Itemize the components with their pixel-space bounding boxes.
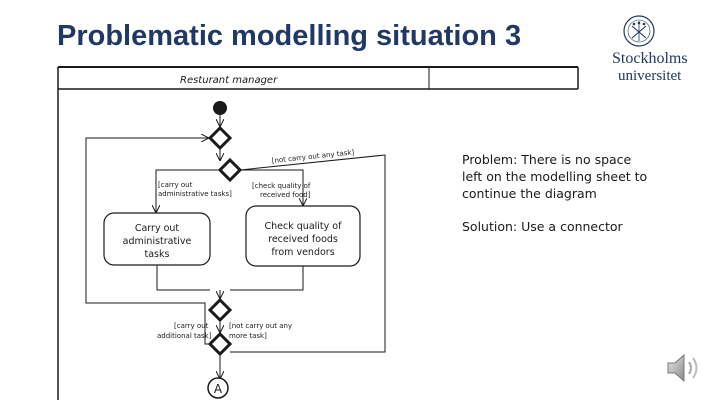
logo-text-universitet: universitet	[618, 68, 682, 84]
guard-administrative-2: administrative tasks]	[158, 190, 232, 198]
university-seal-icon	[623, 15, 655, 47]
guard-additional-1: [carry out	[174, 322, 209, 330]
action-check-line3: from vendors	[271, 247, 334, 258]
guard-not-more-1: [not carry out any	[229, 322, 292, 330]
action-admin-line2: administrative	[123, 236, 192, 247]
guard-not-more-2: more task]	[229, 332, 267, 340]
action-admin-line3: tasks	[145, 249, 170, 260]
flow-not-any-task	[230, 154, 386, 353]
guard-check-quality-1: [check quality of	[252, 182, 311, 190]
flow-administrative	[156, 169, 220, 212]
swimlane: Resturant manager	[57, 66, 579, 400]
speaker-icon[interactable]	[664, 350, 704, 386]
initial-node	[213, 101, 227, 115]
guard-administrative-1: [carry out	[158, 181, 193, 189]
decision-node	[217, 157, 243, 183]
action-admin-line1: Carry out	[135, 223, 180, 234]
connector-node	[207, 377, 229, 399]
decision-node-bottom	[207, 331, 233, 357]
connector-label: A	[214, 382, 223, 396]
guard-check-quality-2: received food]	[260, 191, 311, 199]
action-check-line1: Check quality of	[265, 221, 343, 232]
flow-check-quality	[240, 169, 303, 205]
page-title: Problematic modelling situation 3	[57, 20, 522, 52]
solution-text: Solution: Use a connector	[462, 219, 623, 234]
guard-additional-2: additional task]	[157, 332, 212, 340]
problem-text: Problem: There is no space left on the m…	[462, 152, 648, 201]
merge-node-bottom	[207, 297, 233, 323]
merge-node-top	[207, 125, 233, 151]
swimlane-label: Resturant manager	[180, 75, 278, 86]
flow-additional-task	[85, 138, 210, 345]
logo-text-stockholms: Stockholms	[612, 50, 688, 67]
action-check-line2: received foods	[268, 234, 338, 245]
university-logo: Stockholms universitet	[612, 14, 702, 84]
